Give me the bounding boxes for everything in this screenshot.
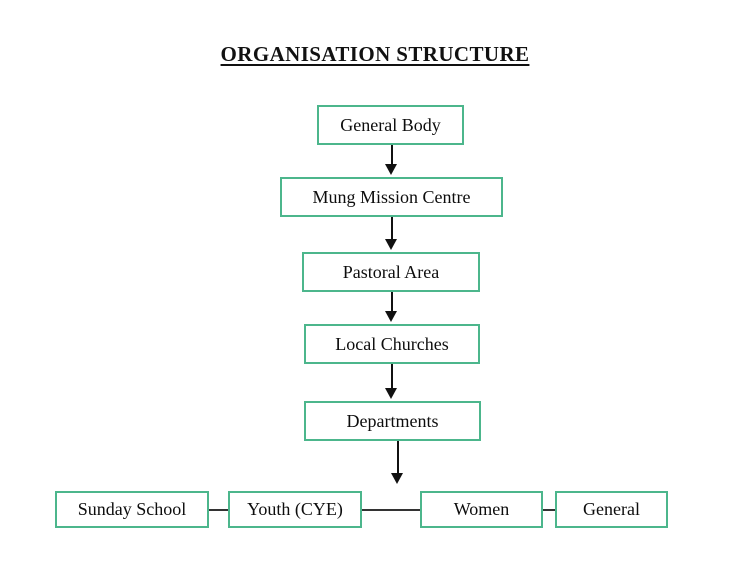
node-label: Youth (CYE) (247, 499, 343, 519)
node-label: Pastoral Area (342, 261, 440, 282)
arrow-mung-to-pastoral-line (391, 217, 393, 241)
node-label: Sunday School (77, 499, 187, 519)
node-label: Mung Mission Centre (312, 186, 471, 207)
arrow-mung-to-pastoral-head-icon (385, 239, 397, 250)
node-label: Departments (346, 410, 439, 431)
connector-sunday-school-youth (209, 509, 228, 511)
node-local-churches[interactable]: Local Churches (304, 324, 480, 364)
page-title: ORGANISATION STRUCTURE (220, 42, 530, 66)
arrow-local-to-departments-head-icon (385, 388, 397, 399)
node-label: Women (453, 499, 510, 519)
node-mung-mission-centre[interactable]: Mung Mission Centre (280, 177, 503, 217)
node-general[interactable]: General (555, 491, 668, 528)
node-label: General Body (340, 114, 441, 135)
arrow-departments-to-row-head-icon (391, 473, 403, 484)
arrow-general-body-to-mung-head-icon (385, 164, 397, 175)
arrow-local-to-departments-line (391, 364, 393, 390)
node-pastoral-area[interactable]: Pastoral Area (302, 252, 480, 292)
arrow-pastoral-to-local-head-icon (385, 311, 397, 322)
node-sunday-school[interactable]: Sunday School (55, 491, 209, 528)
node-label: General (583, 499, 640, 519)
node-label: Local Churches (335, 333, 449, 354)
connector-women-general (543, 509, 555, 511)
connector-youth-women (362, 509, 420, 511)
node-general-body[interactable]: General Body (317, 105, 464, 145)
node-youth-cye[interactable]: Youth (CYE) (228, 491, 362, 528)
node-women[interactable]: Women (420, 491, 543, 528)
node-departments[interactable]: Departments (304, 401, 481, 441)
arrow-general-body-to-mung-line (391, 145, 393, 166)
arrow-departments-to-row-line (397, 441, 399, 475)
arrow-pastoral-to-local-line (391, 292, 393, 313)
